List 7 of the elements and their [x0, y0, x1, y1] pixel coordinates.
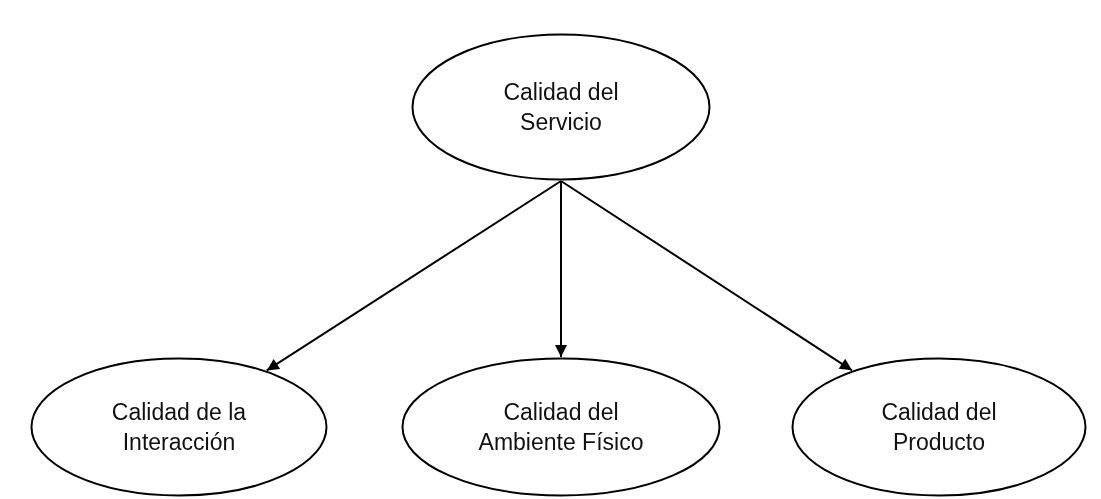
arrow [555, 180, 567, 358]
arrow [560, 180, 853, 372]
node-label: Calidad de la Interacción [110, 398, 248, 457]
arrow [265, 180, 562, 372]
node-label: Calidad del Servicio [502, 78, 620, 137]
node-label: Calidad del Producto [880, 398, 998, 457]
node-label: Calidad del Ambiente Físico [477, 398, 645, 457]
